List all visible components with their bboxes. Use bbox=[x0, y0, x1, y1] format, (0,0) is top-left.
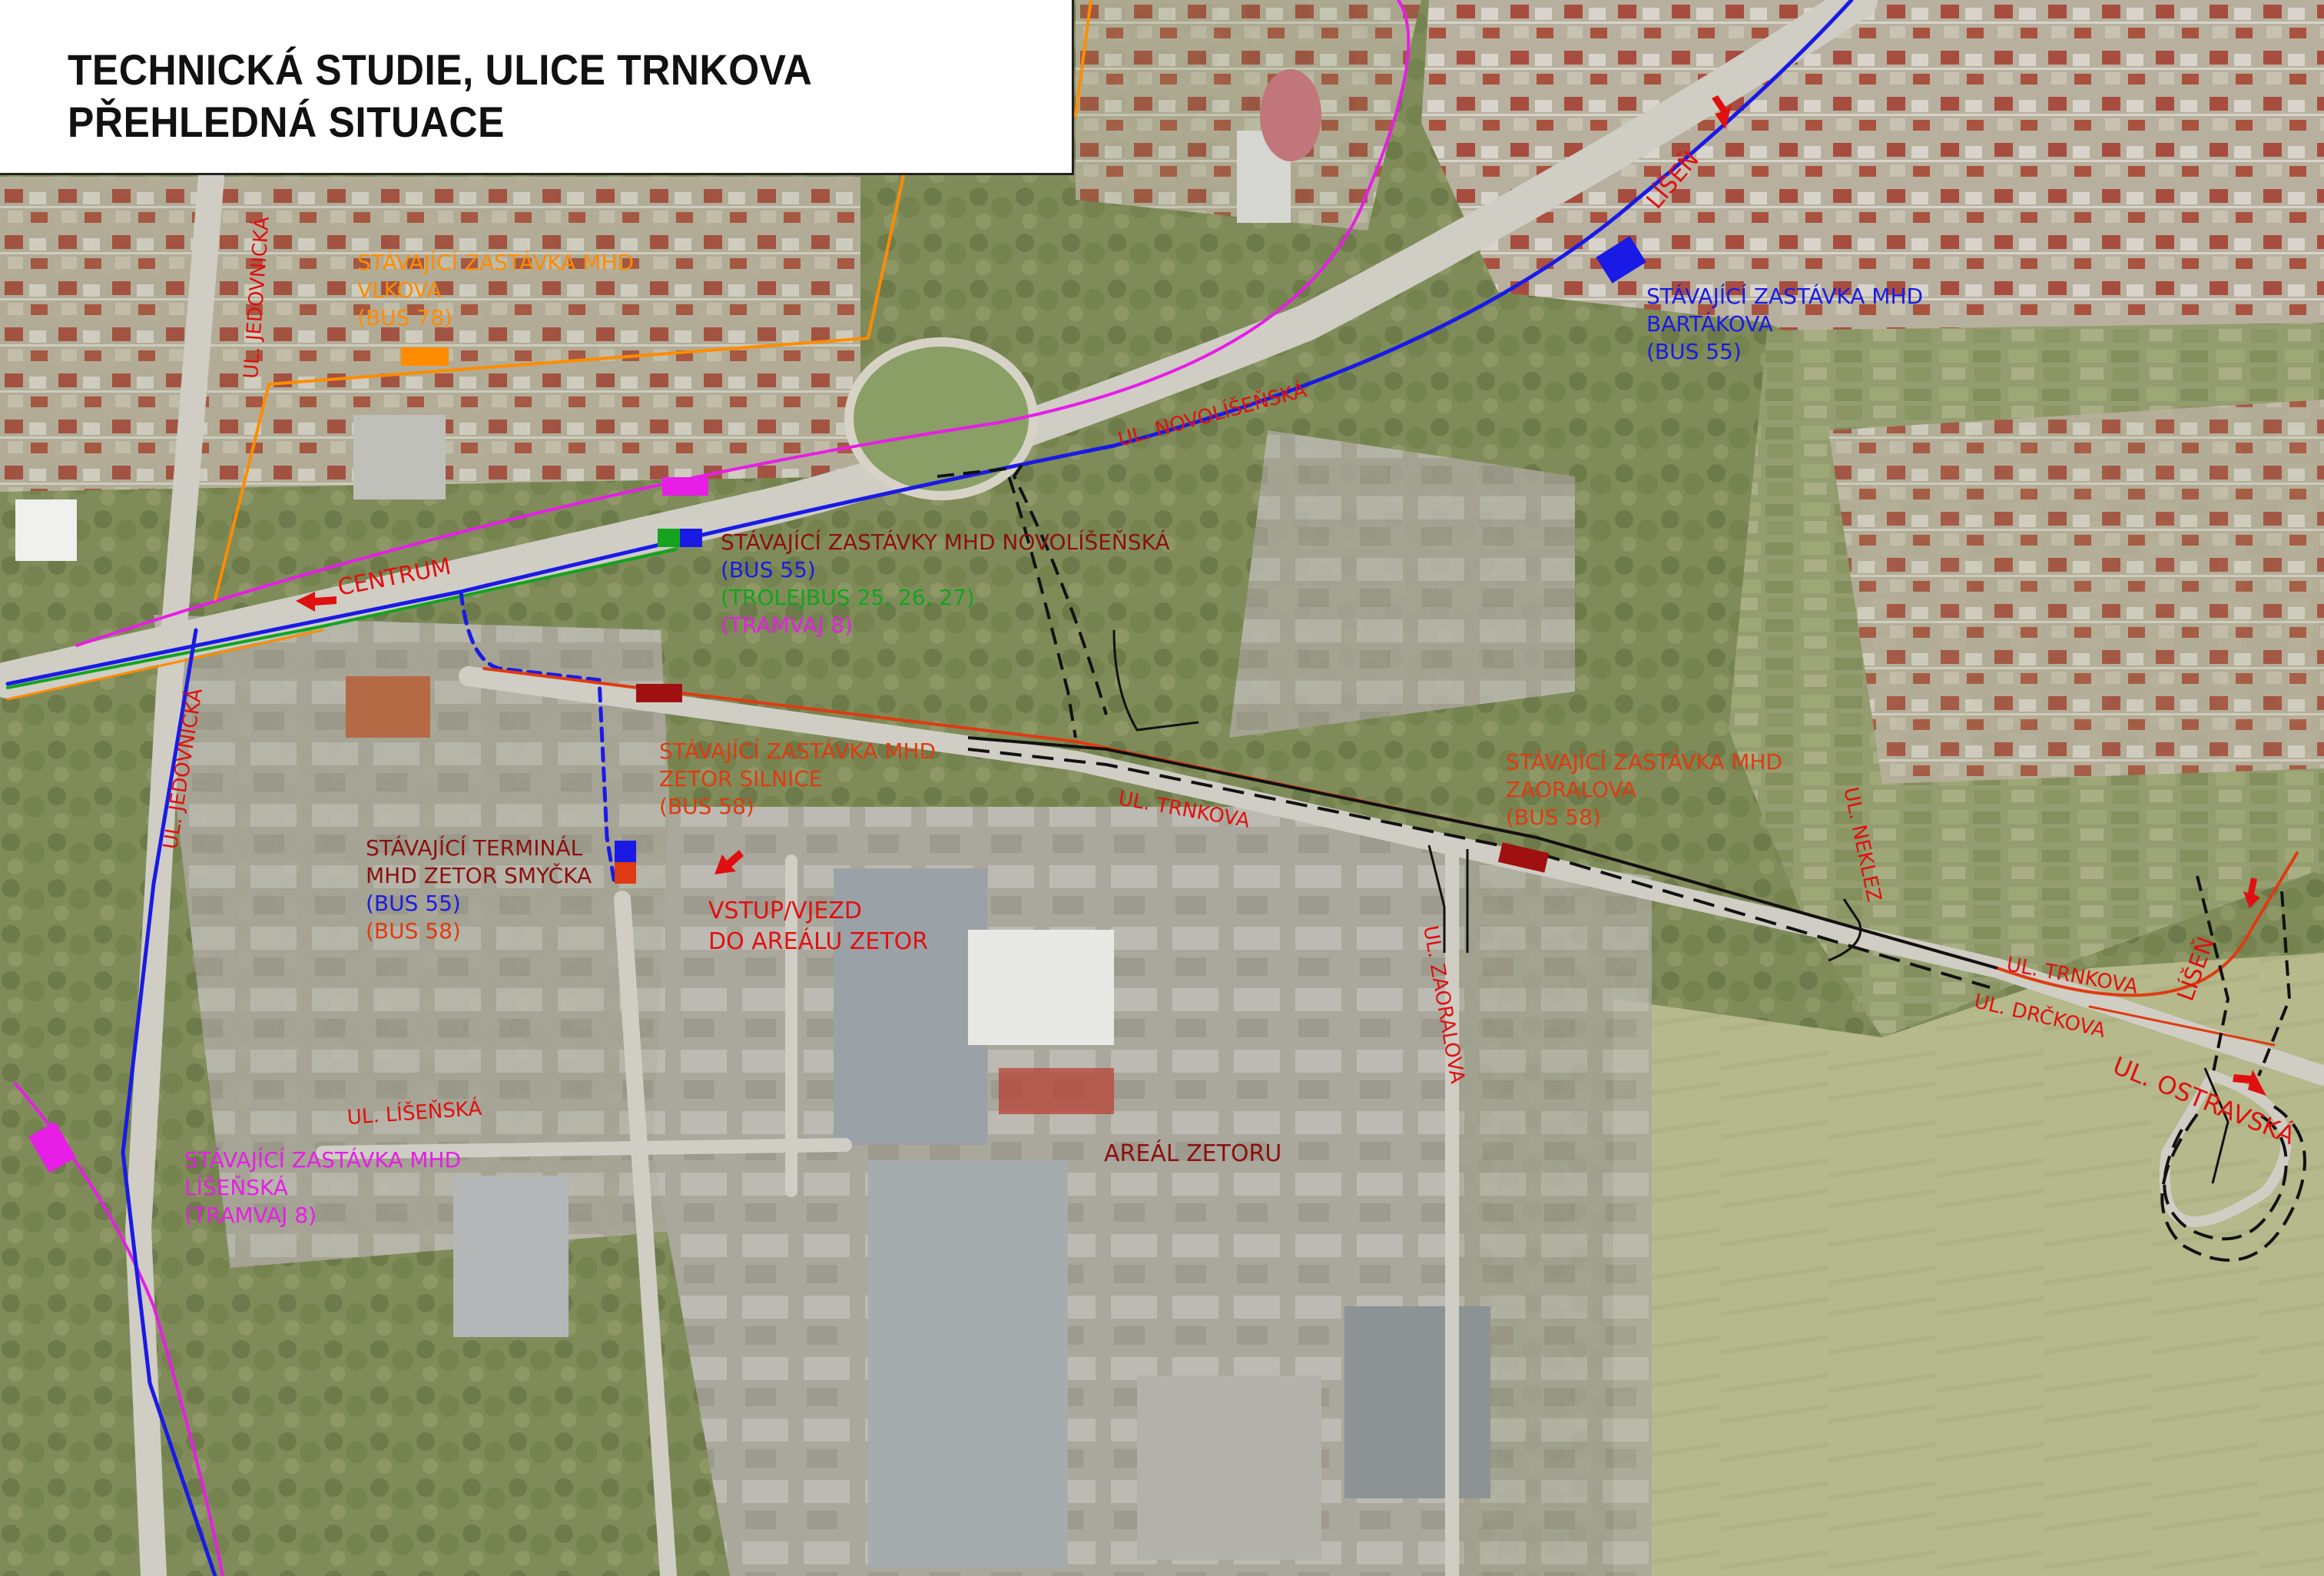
vstup-line-1: VSTUP/VJEZD bbox=[708, 897, 863, 924]
title-line-1: TECHNICKÁ STUDIE, ULICE TRNKOVA bbox=[68, 45, 813, 94]
areal-vstup-label: VSTUP/VJEZD DO AREÁLU ZETOR bbox=[708, 896, 928, 957]
centrum-arrow-icon bbox=[296, 592, 336, 612]
stop-label-zetor-silnice: STÁVAJÍCÍ ZASTÁVKA MHD ZETOR SILNICE (BU… bbox=[659, 738, 936, 821]
vlkova-line-2: VLKOVA bbox=[357, 277, 442, 303]
zetor-silnice-line-1: STÁVAJÍCÍ ZASTÁVKA MHD bbox=[659, 738, 937, 764]
stop-label-vlkova: STÁVAJÍCÍ ZASTÁVKA MHD VLKOVA (BUS 78) bbox=[357, 249, 634, 332]
stop-vlkova-square bbox=[401, 347, 449, 366]
title-panel: TECHNICKÁ STUDIE, ULICE TRNKOVA PŘEHLEDN… bbox=[0, 0, 1074, 175]
terminal-line-2: MHD ZETOR SMYČKA bbox=[366, 863, 592, 888]
zetor-silnice-line-2: ZETOR SILNICE bbox=[659, 766, 823, 791]
lisen-right-arrow-icon bbox=[2243, 878, 2260, 908]
lisenska-line-2: LÍŠEŇSKÁ bbox=[184, 1175, 289, 1200]
vlkova-line-3: (BUS 78) bbox=[357, 305, 453, 330]
bartakova-line-2: BARTÁKOVA bbox=[1646, 311, 1773, 337]
stop-tram-novolisenska-square bbox=[662, 477, 708, 496]
stop-label-novolisenska: STÁVAJÍCÍ ZASTÁVKY MHD NOVOLÍŠEŇSKÁ (BUS… bbox=[721, 529, 1170, 639]
zetor-silnice-line-3: (BUS 58) bbox=[659, 794, 754, 819]
terminal-bus55: (BUS 55) bbox=[366, 891, 461, 916]
stop-terminal-square bbox=[615, 841, 636, 884]
bartakova-line-3: (BUS 55) bbox=[1646, 339, 1742, 364]
vlkova-line-1: STÁVAJÍCÍ ZASTÁVKA MHD bbox=[357, 250, 635, 275]
stop-label-bartakova: STÁVAJÍCÍ ZASTÁVKA MHD BARTÁKOVA (BUS 55… bbox=[1646, 283, 1923, 366]
novolisenska-line-1: STÁVAJÍCÍ ZASTÁVKY MHD NOVOLÍŠEŇSKÁ bbox=[721, 529, 1170, 555]
terminal-bus58: (BUS 58) bbox=[366, 918, 461, 944]
bartakova-line-1: STÁVAJÍCÍ ZASTÁVKA MHD bbox=[1646, 284, 1924, 309]
stop-zetor-silnice-square bbox=[636, 684, 682, 702]
zaoralova-line-2: ZAORALOVA bbox=[1506, 777, 1637, 802]
stop-label-terminal: STÁVAJÍCÍ TERMINÁL MHD ZETOR SMYČKA (BUS… bbox=[366, 834, 592, 945]
terminal-line-1: STÁVAJÍCÍ TERMINÁL bbox=[366, 835, 583, 861]
novolisenska-bus: (BUS 55) bbox=[721, 557, 816, 582]
vstup-line-2: DO AREÁLU ZETOR bbox=[708, 928, 929, 955]
areal-zetoru-label: AREÁL ZETORU bbox=[1104, 1140, 1281, 1168]
stop-label-zaoralova: STÁVAJÍCÍ ZASTÁVKA MHD ZAORALOVA (BUS 58… bbox=[1506, 748, 1782, 831]
vstup-arrow-icon bbox=[714, 850, 744, 874]
novolisenska-trolejbus: (TROLEJBUS 25, 26, 27) bbox=[721, 585, 975, 610]
stop-label-lisenska: STÁVAJÍCÍ ZASTÁVKA MHD LÍŠEŇSKÁ (TRAMVAJ… bbox=[184, 1146, 461, 1229]
lisenska-line-1: STÁVAJÍCÍ ZASTÁVKA MHD bbox=[184, 1147, 462, 1173]
lisen-top-arrow-icon bbox=[1712, 95, 1732, 129]
novolisenska-tramvaj: (TRAMVAJ 8) bbox=[721, 612, 854, 638]
areal-label-text: AREÁL ZETORU bbox=[1104, 1140, 1282, 1167]
zaoralova-line-3: (BUS 58) bbox=[1506, 805, 1601, 830]
ostravska-arrow-icon bbox=[2233, 1070, 2266, 1096]
title-line-2: PŘEHLEDNÁ SITUACE bbox=[68, 98, 505, 146]
stop-novolisenska-square bbox=[658, 529, 702, 547]
zaoralova-line-1: STÁVAJÍCÍ ZASTÁVKA MHD bbox=[1506, 749, 1783, 775]
lisenska-line-3: (TRAMVAJ 8) bbox=[184, 1203, 317, 1228]
